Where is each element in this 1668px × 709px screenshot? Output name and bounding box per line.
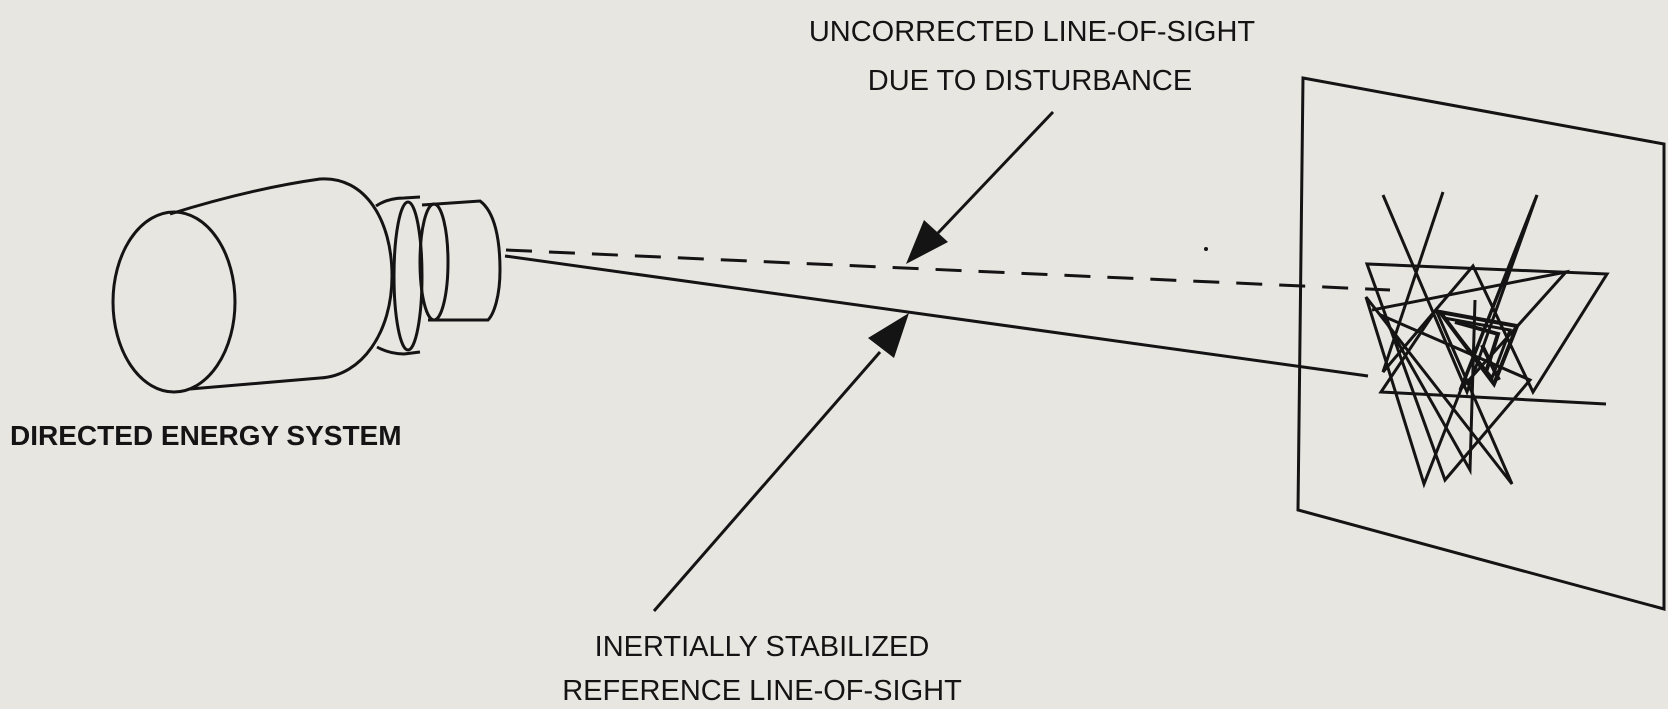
arrowhead-icon (906, 220, 948, 264)
system-label: DIRECTED ENERGY SYSTEM (10, 420, 402, 451)
jitter-pattern (1364, 191, 1610, 489)
stray-mark (1204, 247, 1208, 251)
stabilized-label-line1: INERTIALLY STABILIZED (595, 631, 930, 663)
directed-energy-system-icon (111, 177, 502, 394)
stabilized-line-of-sight (504, 254, 1369, 378)
stabilized-label-line2: REFERENCE LINE-OF-SIGHT (562, 675, 962, 707)
uncorrected-label-line2: DUE TO DISTURBANCE (868, 65, 1192, 97)
uncorrected-line-of-sight (505, 248, 1391, 292)
stabilized-pointer-arrow (652, 313, 909, 612)
arrowhead-icon (868, 313, 909, 358)
uncorrected-pointer-arrow (906, 110, 1055, 264)
uncorrected-label-line1: UNCORRECTED LINE-OF-SIGHT (809, 16, 1256, 48)
